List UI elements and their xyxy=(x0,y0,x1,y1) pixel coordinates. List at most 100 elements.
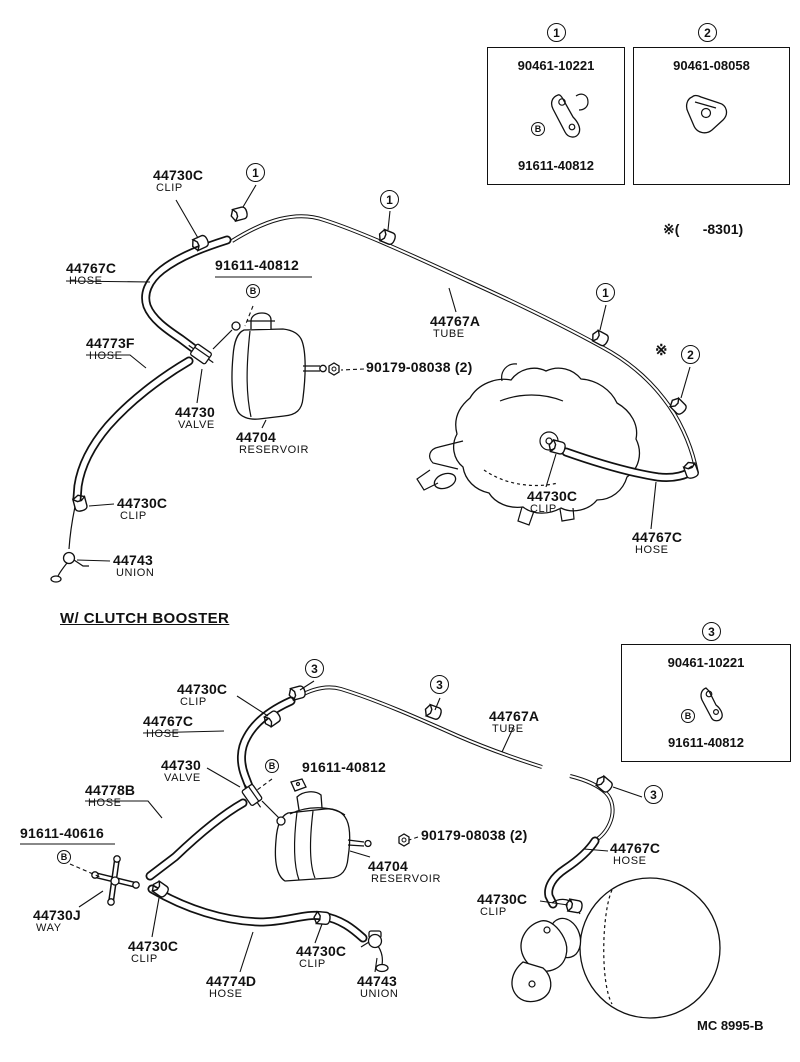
part-number: 44730C xyxy=(527,488,578,504)
bolt-b-symbol: B xyxy=(57,850,71,864)
label-hose: 44767C HOSE xyxy=(66,260,117,288)
part-descriptor: HOSE xyxy=(146,728,180,741)
part-descriptor: TUBE xyxy=(492,723,524,736)
callout-3: 3 xyxy=(702,622,721,641)
label-bolt: 91611-40812 xyxy=(215,257,299,273)
part-descriptor: HOSE xyxy=(635,544,669,557)
label-nut: 90179-08038 (2) xyxy=(366,359,473,375)
part-descriptor: VALVE xyxy=(164,772,201,785)
part-number: 44767C xyxy=(66,260,117,276)
callout-1: 1 xyxy=(596,283,615,302)
callout-2: 2 xyxy=(681,345,700,364)
page-code: MC 8995-B xyxy=(697,1018,764,1033)
part-number: 44730C xyxy=(296,943,347,959)
union-44743-lower xyxy=(360,930,389,973)
part-descriptor: UNION xyxy=(116,567,155,580)
part-descriptor: HOSE xyxy=(69,275,103,288)
bolt-b-symbol: B xyxy=(246,284,260,298)
clip-icon xyxy=(422,702,444,722)
part-number: 44730J xyxy=(33,907,81,923)
leader-lines-lower xyxy=(20,680,643,973)
vacuum-tube-upper xyxy=(230,214,699,474)
hose-44767C-upper-left xyxy=(141,235,232,353)
part-descriptor: RESERVOIR xyxy=(371,873,441,886)
part-descriptor: CLIP xyxy=(120,510,147,523)
applicability-note: ※( -8301) xyxy=(663,221,744,237)
part-number: 44773F xyxy=(86,335,135,351)
label-three-way: 44730J WAY xyxy=(33,907,81,935)
label-union: 44743 UNION xyxy=(113,552,155,580)
reservoir-44704-lower xyxy=(261,791,372,882)
part-number: 44767C xyxy=(632,529,683,545)
label-bolt: 91611-40616 xyxy=(20,825,104,841)
clip-part-91611-lower xyxy=(290,778,307,792)
part-number: 44730C xyxy=(117,495,168,511)
label-reservoir: 44704 RESERVOIR xyxy=(368,858,441,886)
part-descriptor: HOSE xyxy=(613,855,647,868)
brake-booster-lower xyxy=(511,877,721,1019)
nut-90179-lower xyxy=(398,833,410,847)
part-number: 90179-08038 (2) xyxy=(421,827,528,843)
label-clip: 44730C CLIP xyxy=(128,938,178,966)
inset3-clip-drawing xyxy=(700,687,723,722)
clip-icon xyxy=(229,205,249,223)
leader-lines-upper xyxy=(65,184,691,562)
hose-44773F xyxy=(72,356,194,504)
label-clip: 44730C CLIP xyxy=(177,681,228,709)
part-number: 91611-40616 xyxy=(20,825,104,841)
valve-44730-upper xyxy=(188,343,214,365)
callout-1: 1 xyxy=(547,23,566,42)
label-hose: 44767C HOSE xyxy=(632,529,683,557)
part-descriptor: VALVE xyxy=(178,419,215,432)
label-union: 44743 UNION xyxy=(357,973,398,1001)
hose-44767C-lower-left xyxy=(237,696,296,794)
inset3-bolt-number: 91611-40812 xyxy=(668,735,744,750)
label-hose: 44767C HOSE xyxy=(610,840,660,868)
part-descriptor: HOSE xyxy=(89,350,123,363)
part-number: 90179-08038 (2) xyxy=(366,359,473,375)
part-descriptor: CLIP xyxy=(131,953,158,966)
hose-44778B xyxy=(145,798,248,881)
reservoir-44704-upper xyxy=(231,312,327,420)
inset2-clip-drawing xyxy=(685,94,728,134)
label-nut: 90179-08038 (2) xyxy=(421,827,528,843)
callout-2: 2 xyxy=(698,23,717,42)
label-tube: 44767A TUBE xyxy=(489,708,539,736)
label-hose: 44774D HOSE xyxy=(206,973,257,1001)
label-tube: 44767A TUBE xyxy=(430,313,480,341)
part-number: 44730 xyxy=(175,404,215,420)
part-number: 44730C xyxy=(177,681,228,697)
inset2-part-number: 90461-08058 xyxy=(673,58,750,73)
hose-44767C-lower-right xyxy=(544,836,600,909)
hose-44767C-upper-right xyxy=(561,447,698,482)
callout-1: 1 xyxy=(246,163,265,182)
lower-diagram xyxy=(20,680,721,1019)
part-descriptor: HOSE xyxy=(88,797,122,810)
clip-icon xyxy=(593,773,615,795)
bolt-b-symbol: B xyxy=(265,759,279,773)
union-44743-upper xyxy=(50,551,89,583)
label-clip: 44730C CLIP xyxy=(477,891,527,919)
three-way-44730J xyxy=(91,855,140,906)
inset1-part-number: 90461-10221 xyxy=(517,58,595,73)
part-number: 44743 xyxy=(357,973,397,989)
part-number: 44774D xyxy=(206,973,257,989)
label-reservoir: 44704 RESERVOIR xyxy=(236,429,309,457)
label-hose: 44778B HOSE xyxy=(85,782,135,810)
label-hose: 44767C HOSE xyxy=(143,713,193,741)
clip-icon xyxy=(564,898,584,914)
inset1-bolt-number: 91611-40812 xyxy=(518,158,594,173)
inset3-part-number: 90461-10221 xyxy=(667,655,745,670)
label-valve: 44730 VALVE xyxy=(175,404,215,432)
label-clip: 44730C CLIP xyxy=(153,167,203,195)
bolt-b-symbol: B xyxy=(681,709,695,723)
inset1-clip-drawing xyxy=(551,93,589,138)
label-clip: 44730C CLIP xyxy=(527,488,578,516)
label-hose: 44773F HOSE xyxy=(86,335,135,363)
part-descriptor: CLIP xyxy=(299,958,326,971)
part-number: 44704 xyxy=(236,429,276,445)
part-number: 44704 xyxy=(368,858,408,874)
clip-icon xyxy=(667,395,689,417)
part-number: 91611-40812 xyxy=(302,759,386,775)
